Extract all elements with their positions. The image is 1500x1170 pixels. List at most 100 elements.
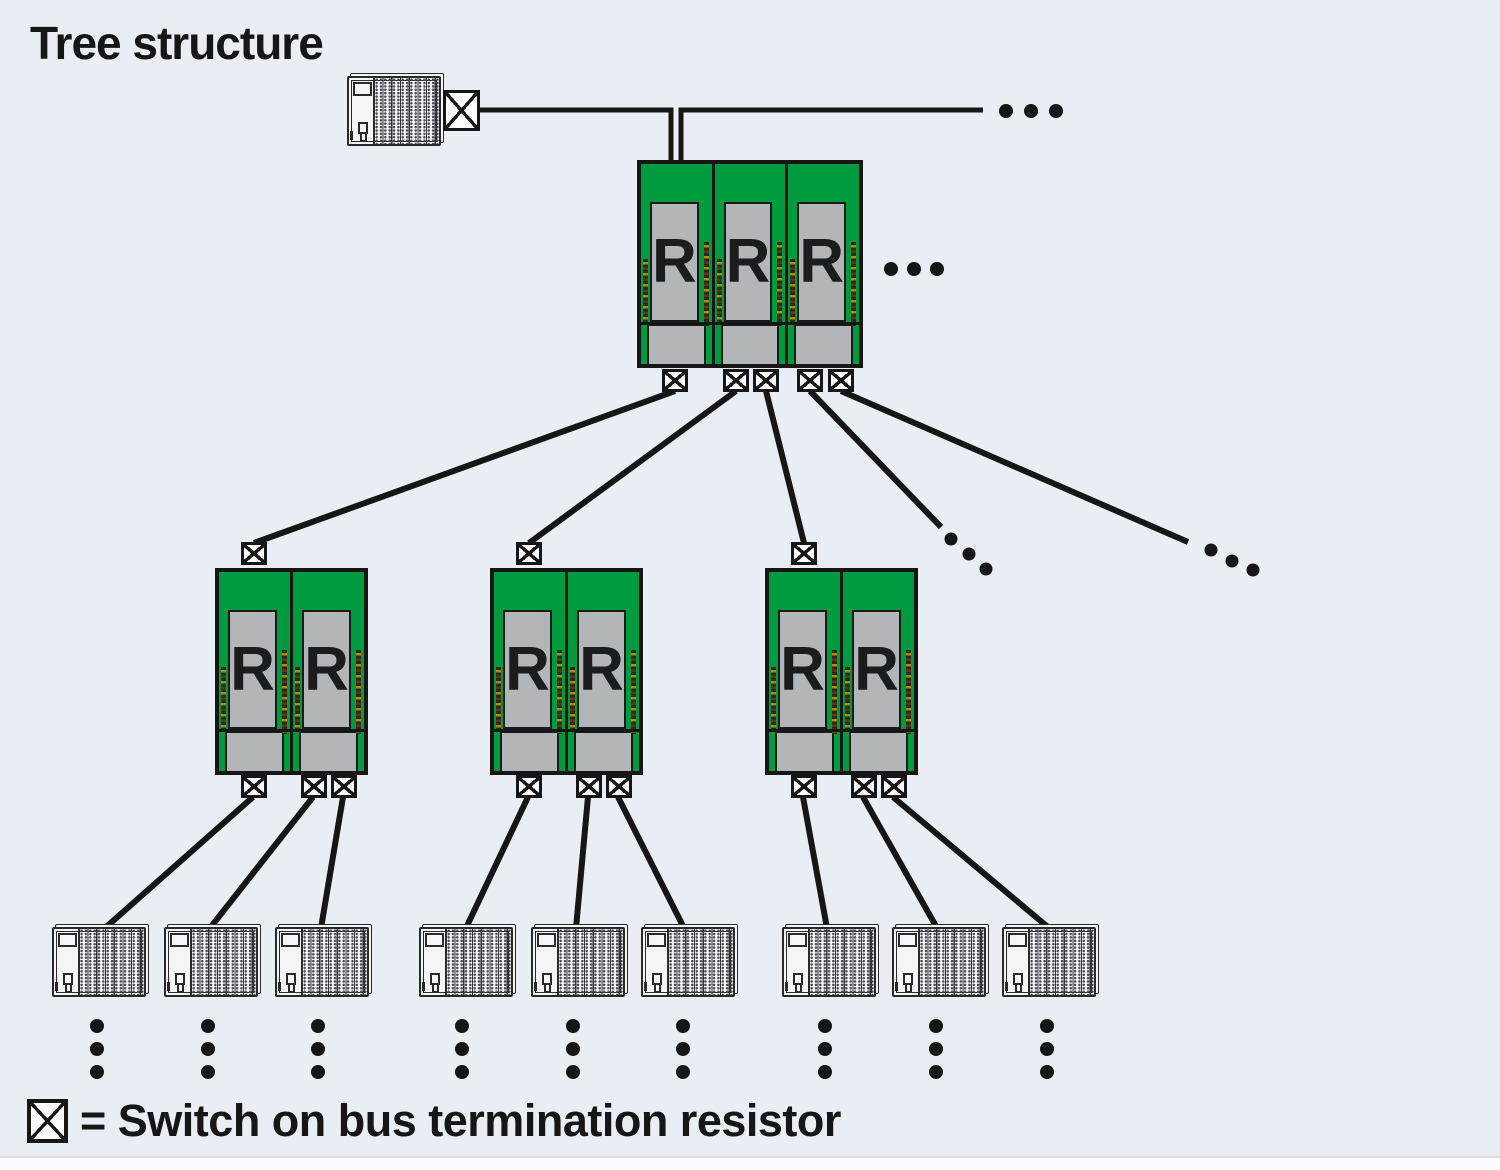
station: [782, 927, 876, 997]
repeater-module: R: [711, 164, 789, 364]
ellipsis-dot: [1246, 563, 1260, 577]
station: [52, 927, 146, 997]
plc-key-switch-lower: [360, 132, 367, 142]
drop-line: [318, 796, 346, 929]
plc-display: [537, 933, 556, 947]
plc-slot: [534, 982, 537, 991]
repeater-label: R: [230, 634, 275, 704]
station: [531, 927, 625, 997]
plc-key-switch-lower: [65, 983, 72, 993]
led-strip: [631, 650, 636, 734]
ellipsis-dot: [676, 1019, 690, 1033]
branch-lines-level1: [252, 388, 1190, 546]
drop-line: [573, 796, 591, 929]
plc-cpu-section: [894, 929, 920, 995]
ellipsis-dot: [201, 1019, 215, 1033]
plc-slot: [278, 982, 281, 991]
repeater-face: R: [577, 610, 626, 729]
termination-switch-icon: [516, 775, 542, 798]
drop-line: [860, 795, 940, 930]
repeater-face: R: [228, 610, 277, 729]
repeater-label: R: [780, 634, 825, 704]
module-divider: [840, 729, 917, 732]
plc-display: [58, 933, 77, 947]
plc-io-modules: [1030, 929, 1094, 995]
ellipsis-dot: [929, 1065, 943, 1079]
plc-io-modules: [192, 929, 256, 995]
ellipsis-dot: [90, 1019, 104, 1033]
repeater-block-middle: R R: [490, 568, 643, 775]
termination-switch-icon: [662, 369, 688, 392]
ellipsis-dot: [979, 562, 993, 576]
repeater-face: R: [852, 610, 901, 729]
plc-cpu-section: [1004, 929, 1030, 995]
led-strip: [716, 259, 722, 323]
plc-key-switch-lower: [544, 983, 551, 993]
ellipsis-dot: [311, 1065, 325, 1079]
plc-slot: [350, 131, 353, 140]
repeater-terminal-section: [720, 324, 780, 364]
repeater-face: R: [723, 202, 773, 322]
plc-cpu-section: [533, 929, 559, 995]
drop-line: [207, 795, 316, 930]
ellipsis-dot: [1204, 543, 1218, 557]
ellipsis-dot: [907, 262, 921, 276]
repeater-face: R: [650, 202, 699, 322]
plc-cpu-section: [643, 929, 669, 995]
repeater-terminal-section: [775, 731, 834, 771]
station: [275, 927, 369, 997]
repeater-label: R: [304, 634, 349, 704]
termination-switch-icon: [797, 369, 823, 392]
ellipsis-dot: [818, 1019, 832, 1033]
repeater-terminal-section: [574, 731, 633, 771]
branch-line: [252, 388, 677, 546]
ellipsis-dot: [1040, 1019, 1054, 1033]
repeater-block-head: R R R: [637, 160, 863, 368]
ellipsis-dot: [944, 532, 958, 546]
bus-line-left: [480, 107, 674, 164]
termination-switch-icon: [828, 369, 854, 392]
module-divider: [766, 729, 843, 732]
plc-display: [425, 933, 444, 947]
led-strip: [221, 667, 226, 731]
drop-line: [615, 795, 687, 930]
module-divider: [491, 729, 568, 732]
termination-switch-icon: [516, 542, 542, 565]
bus-line-right: [678, 107, 983, 164]
led-strip: [845, 667, 850, 731]
ellipsis-dots: [90, 104, 1260, 1079]
module-divider: [638, 322, 715, 325]
termination-switch-icon: [791, 542, 817, 565]
bus-lines: [480, 107, 983, 164]
station: [641, 927, 735, 997]
led-strip: [570, 667, 575, 731]
repeater-face: R: [778, 610, 827, 729]
ellipsis-dot: [455, 1042, 469, 1056]
ellipsis-dot: [1040, 1065, 1054, 1079]
termination-switch-icon: [443, 90, 480, 131]
ellipsis-dot: [999, 104, 1013, 118]
ellipsis-dot: [930, 262, 944, 276]
repeater-terminal-section: [647, 324, 706, 364]
ellipsis-dot: [1225, 554, 1239, 568]
drop-line: [891, 794, 1051, 931]
led-strip: [832, 650, 837, 734]
repeater-label: R: [799, 227, 845, 296]
led-strip: [643, 259, 648, 323]
ellipsis-dot: [1024, 104, 1038, 118]
termination-switch-icon: [241, 542, 267, 565]
termination-switch-icon: [881, 775, 907, 798]
station: [419, 927, 513, 997]
plc-cpu-section: [349, 78, 375, 144]
plc-display: [353, 82, 372, 96]
ellipsis-dot: [455, 1065, 469, 1079]
plc-cpu-section: [277, 929, 303, 995]
ellipsis-dot: [90, 1065, 104, 1079]
plc-cpu-section: [784, 929, 810, 995]
led-strip: [295, 667, 300, 731]
repeater-terminal-section: [299, 731, 358, 771]
module-divider: [565, 729, 642, 732]
station: [892, 927, 986, 997]
termination-switch-icon: [576, 775, 602, 798]
plc-cpu-section: [166, 929, 192, 995]
